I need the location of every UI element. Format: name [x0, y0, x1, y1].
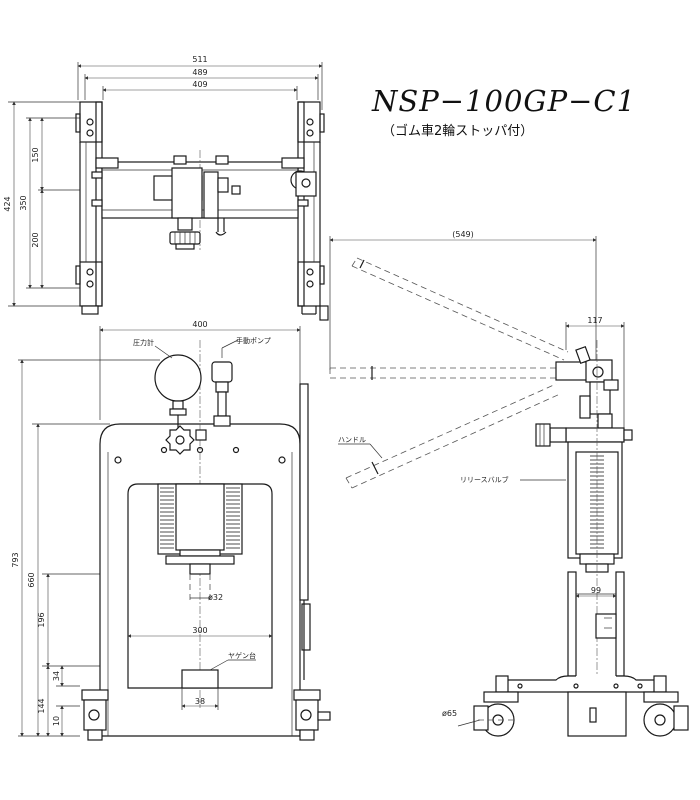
label-hand-pump: 手動ポンプ	[236, 336, 271, 345]
model-subtitle: （ゴム車2輪ストッパ付）	[382, 124, 534, 139]
model-title: NSP−100GP−C1	[372, 84, 637, 118]
dim-196: 196	[37, 612, 46, 627]
label-v-block: ヤゲン台	[228, 651, 256, 660]
front-frame-window	[127, 483, 273, 689]
dim-144: 144	[37, 698, 46, 713]
handle-positions: ハンドル	[329, 257, 580, 489]
label-release-valve: リリースバルブ	[460, 475, 509, 484]
dim-660: 660	[27, 572, 36, 587]
dim-409: 409	[192, 80, 207, 89]
dim-99: 99	[591, 586, 601, 595]
label-handle: ハンドル	[338, 436, 366, 444]
dim-300: 300	[192, 626, 207, 635]
dim-424: 424	[3, 196, 12, 211]
side-pump-head	[555, 345, 619, 429]
side-base	[495, 675, 667, 737]
dim-150: 150	[31, 147, 40, 162]
dim-400: 400	[192, 320, 207, 329]
dim-549: (549)	[452, 230, 474, 239]
top-view-crossbeam	[91, 150, 317, 250]
side-column: 99	[567, 571, 625, 677]
v-block: ヤゲン台 38	[181, 651, 256, 710]
side-caster-left: ø65	[442, 691, 519, 737]
top-view: 511 489 409 424 350	[3, 55, 329, 321]
dim-511: 511	[192, 55, 207, 64]
dim-489: 489	[192, 68, 207, 77]
release-knob-front	[165, 425, 207, 455]
dim-34: 34	[52, 671, 61, 681]
dim-793: 793	[11, 552, 20, 567]
label-pressure-gauge: 圧力計	[133, 338, 154, 347]
top-view-depth-dims: 424 350 150 200	[3, 101, 80, 307]
side-caster-right	[643, 691, 689, 737]
top-view-left-leg	[75, 101, 103, 315]
dim-38: 38	[195, 697, 205, 706]
front-view: 400 793 660 196 34 144 10	[11, 320, 331, 741]
front-caster-right	[293, 689, 331, 741]
dim-350: 350	[19, 195, 28, 210]
dim-200: 200	[31, 232, 40, 247]
front-handle	[299, 383, 311, 680]
dim-10: 10	[52, 716, 61, 726]
top-view-width-dims: 511 489 409	[77, 55, 323, 110]
ram-cylinder: ø32	[157, 483, 243, 604]
dim-wheel-dia: ø65	[442, 709, 457, 718]
side-main-body: リリースバルブ	[460, 340, 633, 690]
pressure-gauge: 圧力計	[133, 338, 202, 428]
hand-pump-front: 手動ポンプ	[211, 336, 271, 427]
front-caster-left	[81, 689, 109, 741]
top-view-right-leg	[297, 101, 329, 321]
dim-ram-dia: ø32	[208, 593, 223, 602]
dim-117: 117	[587, 316, 602, 325]
side-view: (549) 117	[329, 230, 689, 737]
